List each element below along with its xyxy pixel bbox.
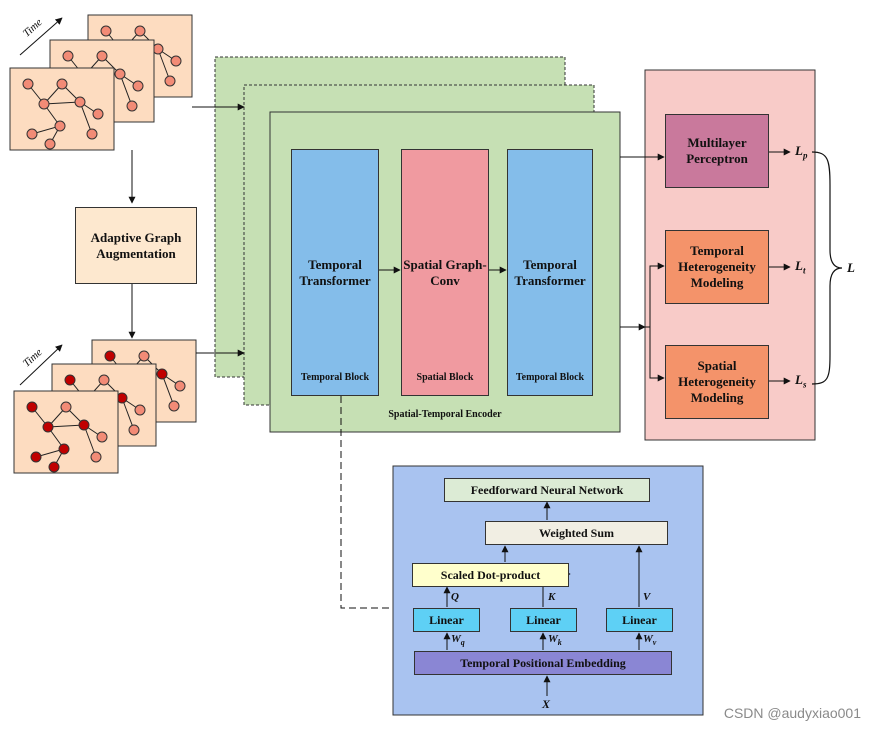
temporal-transformer-1-label: Temporal Transformer <box>299 256 371 288</box>
ffn-label: Feedforward Neural Network <box>470 482 624 497</box>
graph-node <box>90 451 102 463</box>
graph-node <box>104 350 116 362</box>
graph-node <box>156 368 168 380</box>
graph-node <box>114 68 126 80</box>
scaled-dot-box: Scaled Dot-product <box>412 563 569 587</box>
graph-node <box>26 401 38 413</box>
graph-node <box>128 424 140 436</box>
graph-node <box>138 350 150 362</box>
temporal-transformer-2-label: Temporal Transformer <box>514 256 586 288</box>
graph-node <box>26 128 38 140</box>
graph-node <box>100 25 112 37</box>
graph-node <box>134 25 146 37</box>
graph-edge <box>121 397 135 431</box>
dashed-connector <box>340 396 391 609</box>
wk-label: Wk <box>548 633 562 648</box>
graph-node <box>22 78 34 90</box>
temporal-transformer-block-2: Temporal Transformer Temporal Block <box>507 149 593 396</box>
temporal-heterogeneity-box: Temporal Heterogeneity Modeling <box>665 230 769 304</box>
v-label: V <box>643 591 651 603</box>
adaptive-graph-augmentation-box: Adaptive Graph Augmentation <box>75 207 197 284</box>
loss-s: Ls <box>795 372 807 390</box>
graph-node <box>98 374 110 386</box>
loss-t: Lt <box>795 258 806 276</box>
graph-node <box>164 75 176 87</box>
linear-q-label: Linear <box>429 612 464 627</box>
adaptive-graph-augmentation-label: Adaptive Graph Augmentation <box>90 229 182 261</box>
graph-node <box>134 404 146 416</box>
graph-node <box>132 80 144 92</box>
graph-node <box>56 78 68 90</box>
encoder-title: Spatial-Temporal Encoder <box>388 409 502 420</box>
weighted-sum-label: Weighted Sum <box>538 525 614 540</box>
graph-node <box>78 419 90 431</box>
embedding-label: Temporal Positional Embedding <box>460 655 626 670</box>
linear-v-box: Linear <box>606 608 673 632</box>
graph-edge <box>161 373 175 407</box>
graph-node <box>74 96 86 108</box>
graph-edge <box>157 48 171 82</box>
linear-v-label: Linear <box>622 612 657 627</box>
graph-edge <box>83 424 97 458</box>
graph-stack-top <box>9 14 193 151</box>
k-label: K <box>548 591 556 603</box>
embedding-box: Temporal Positional Embedding <box>414 651 672 675</box>
graph-stack-bottom <box>13 339 197 474</box>
graph-node <box>86 128 98 140</box>
time-arrow-bottom <box>19 344 63 386</box>
temporal-transformer-block-1: Temporal Transformer Temporal Block <box>291 149 379 396</box>
scaled-dot-label: Scaled Dot-product <box>440 567 541 582</box>
spatial-heterogeneity-label: Spatial Heterogeneity Modeling <box>678 358 756 405</box>
graph-node <box>38 98 50 110</box>
graph-node <box>44 138 56 150</box>
graph-node <box>62 50 74 62</box>
graph-edge <box>79 101 93 135</box>
temporal-heterogeneity-label: Temporal Heterogeneity Modeling <box>678 243 756 290</box>
wq-label: Wq <box>451 633 465 648</box>
watermark: CSDN @audyxiao001 <box>723 705 861 721</box>
spatial-block-label: Spatial Block <box>416 372 474 383</box>
ffn-box: Feedforward Neural Network <box>444 478 650 502</box>
loss-total: L <box>847 260 855 275</box>
loss-brace <box>811 151 843 385</box>
linear-k-label: Linear <box>526 612 561 627</box>
graph-node <box>126 100 138 112</box>
graph-node <box>64 374 76 386</box>
x-input-label: X <box>542 697 551 711</box>
graph-node <box>92 108 104 120</box>
graph-edge <box>119 73 133 107</box>
linear-k-box: Linear <box>510 608 577 632</box>
spatial-heterogeneity-box: Spatial Heterogeneity Modeling <box>665 345 769 419</box>
time-arrow-top <box>19 17 63 56</box>
arrow-to-spatial-het <box>649 327 665 382</box>
temporal-block-1-label: Temporal Block <box>300 372 370 383</box>
weighted-sum-box: Weighted Sum <box>485 521 668 545</box>
q-label: Q <box>451 591 459 603</box>
graph-node <box>96 50 108 62</box>
mlp-box: Multilayer Perceptron <box>665 114 769 188</box>
graph-node <box>174 380 186 392</box>
wv-label: Wv <box>643 633 657 648</box>
loss-p: Lp <box>795 143 808 161</box>
graph-node <box>58 443 70 455</box>
linear-q-box: Linear <box>413 608 480 632</box>
spatial-graph-conv-label: Spatial Graph-Conv <box>403 256 487 288</box>
graph-node <box>96 431 108 443</box>
graph-edge <box>43 101 81 105</box>
temporal-block-2-label: Temporal Block <box>515 372 585 383</box>
mlp-label: Multilayer Perceptron <box>686 135 748 166</box>
spatial-graph-conv-block: Spatial Graph-Conv Spatial Block <box>401 149 489 396</box>
arrow-to-temporal-het <box>645 262 665 328</box>
graph-edge <box>47 424 85 428</box>
graph-node <box>42 421 54 433</box>
graph-node <box>30 451 42 463</box>
graph-node <box>54 120 66 132</box>
graph-node <box>170 55 182 67</box>
graph-node <box>60 401 72 413</box>
graph-node <box>168 400 180 412</box>
graph-node <box>48 461 60 473</box>
